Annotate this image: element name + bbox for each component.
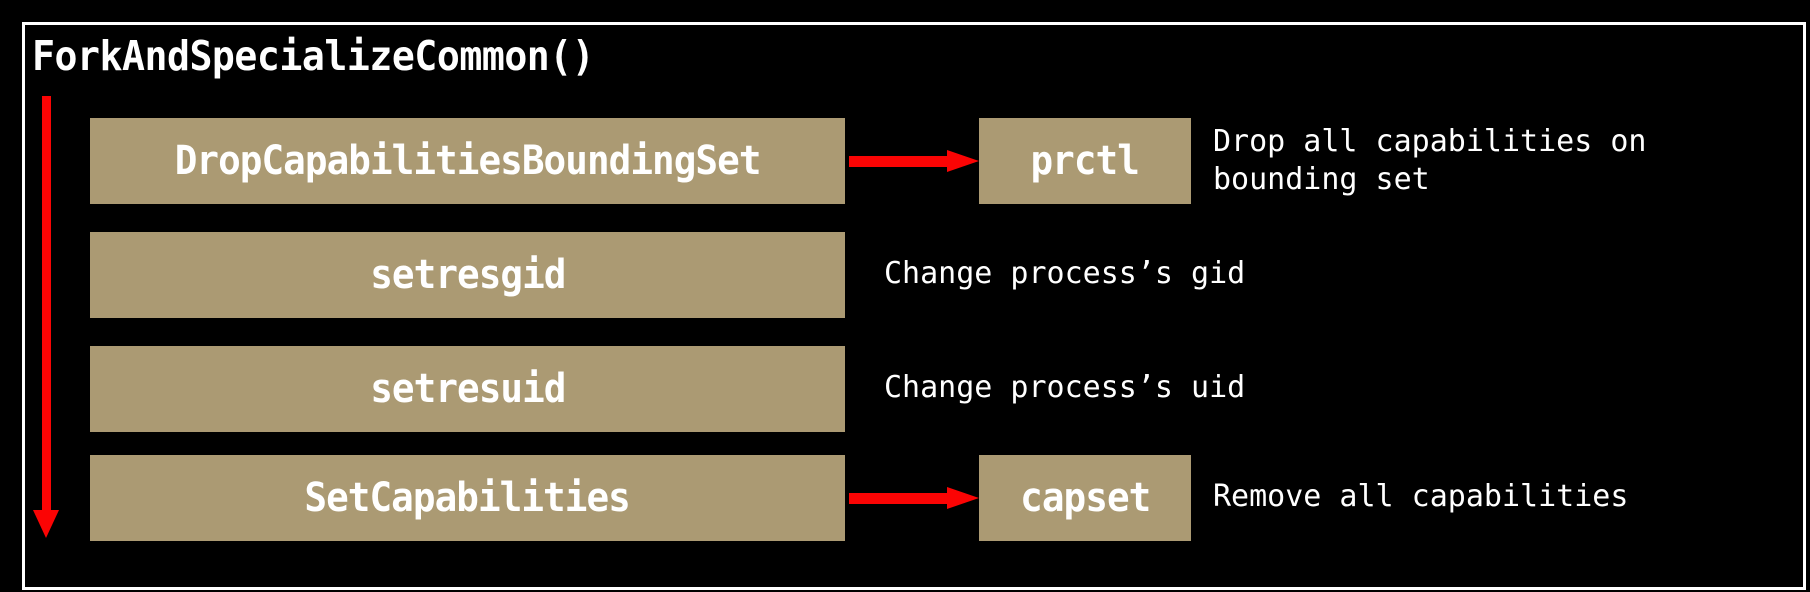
note-set-capabilities: Remove all capabilities	[1213, 479, 1629, 514]
syscall-box-capset[interactable]: capset	[979, 455, 1191, 541]
function-box-setresuid[interactable]: setresuid	[90, 346, 845, 432]
downward-sequence-arrow	[33, 96, 59, 538]
function-box-drop-capabilities-bounding-set[interactable]: DropCapabilitiesBoundingSet	[90, 118, 845, 204]
note-setresgid: Change process’s gid	[884, 256, 1246, 291]
syscall-box-label: capset	[1019, 475, 1151, 521]
call-arrow-capset	[849, 487, 979, 509]
arrow-head-icon	[33, 510, 59, 538]
function-box-label: DropCapabilitiesBoundingSet	[174, 138, 762, 184]
syscall-box-label: prctl	[1030, 138, 1140, 184]
function-box-label: setresuid	[369, 366, 566, 412]
function-box-label: SetCapabilities	[304, 475, 631, 521]
arrow-shaft	[849, 493, 950, 504]
note-setresuid: Change process’s uid	[884, 370, 1246, 405]
arrow-shaft	[849, 156, 950, 167]
arrow-shaft	[42, 96, 51, 514]
function-box-label: setresgid	[369, 252, 566, 298]
page-title: ForkAndSpecializeCommon()	[32, 32, 595, 80]
function-box-set-capabilities[interactable]: SetCapabilities	[90, 455, 845, 541]
function-box-setresgid[interactable]: setresgid	[90, 232, 845, 318]
note-drop-capabilities: Drop all capabilities on bounding set	[1213, 124, 1647, 197]
arrow-head-icon	[947, 150, 979, 172]
syscall-box-prctl[interactable]: prctl	[979, 118, 1191, 204]
arrow-head-icon	[947, 487, 979, 509]
call-arrow-prctl	[849, 150, 979, 172]
